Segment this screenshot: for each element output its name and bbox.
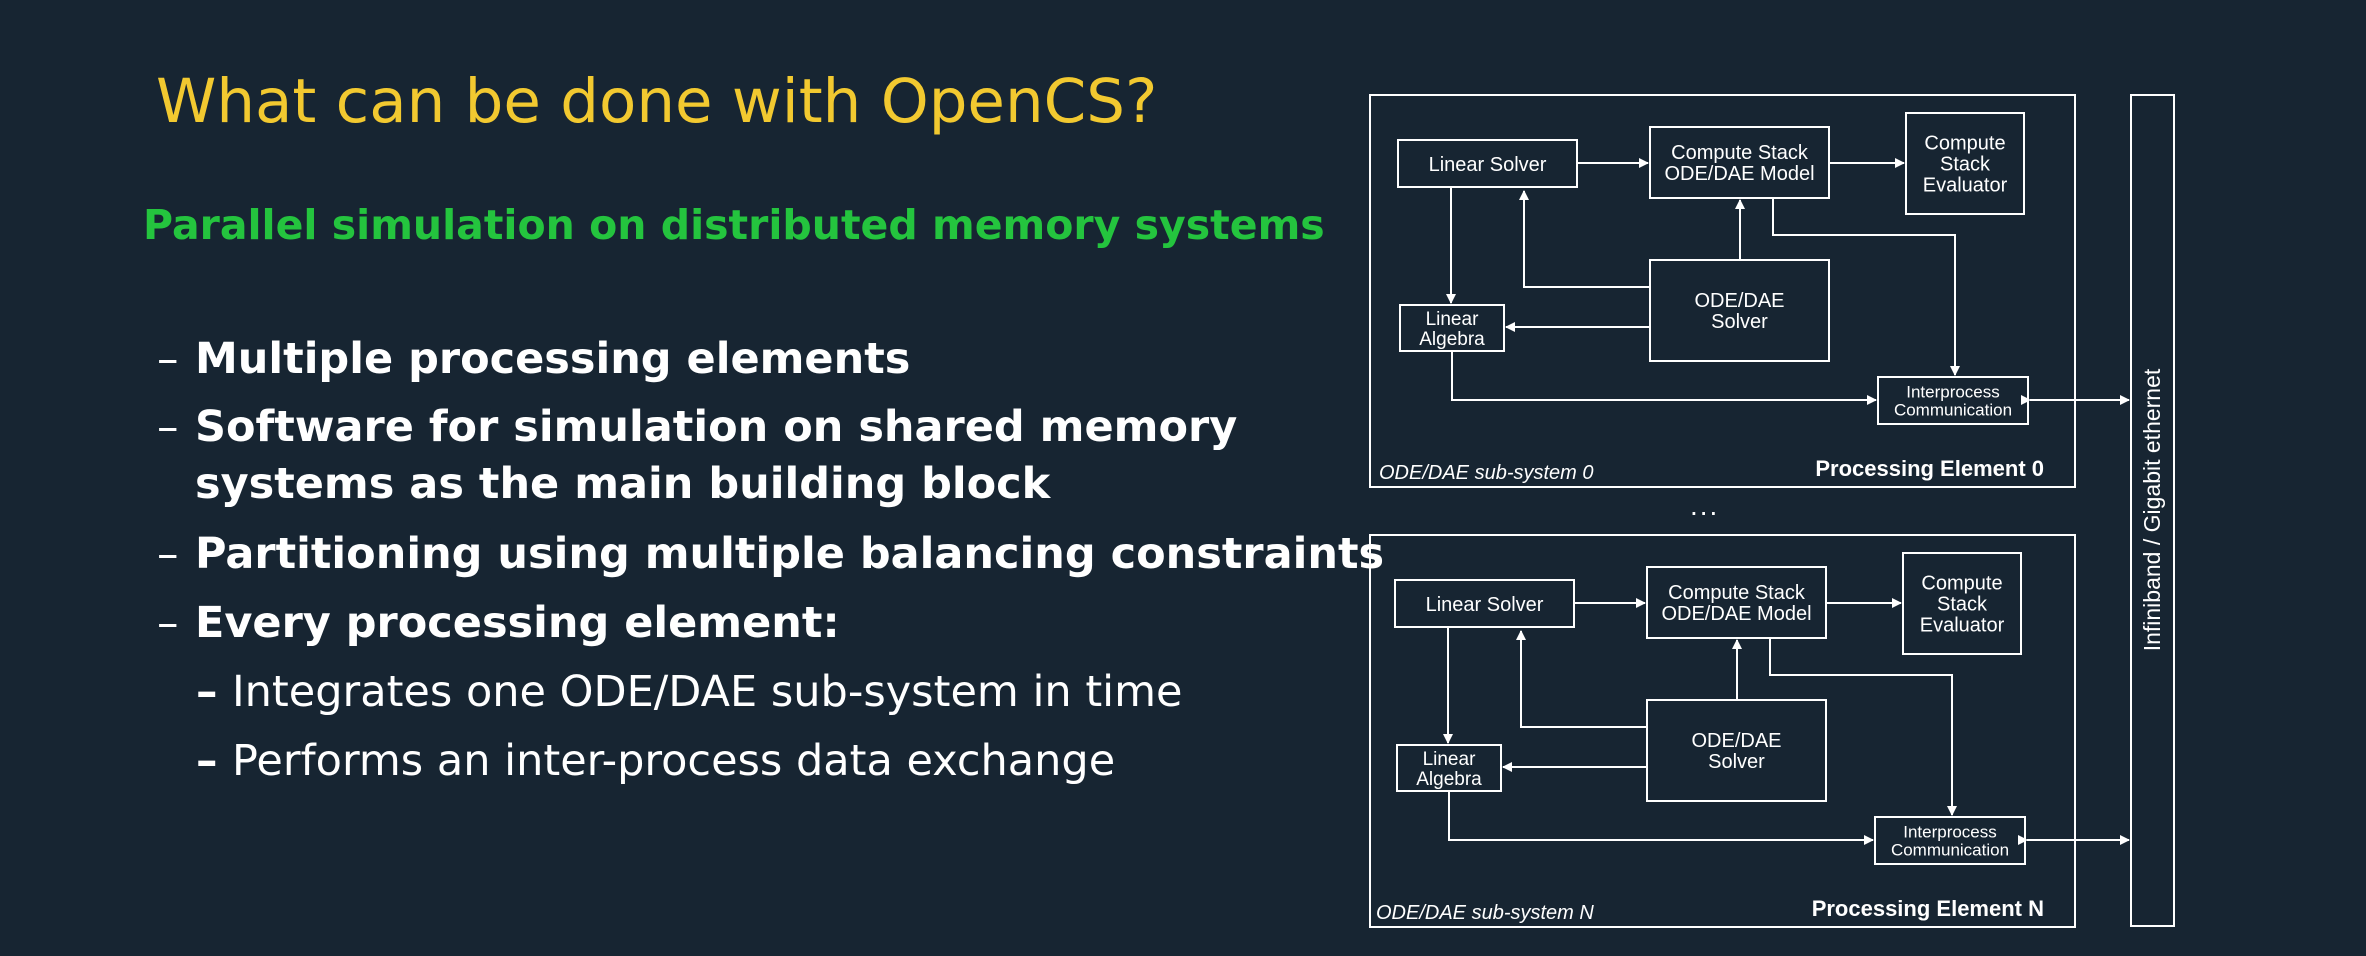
bullet-item: – Multiple processing elements bbox=[157, 330, 911, 388]
network-label: Infiniband / Gigabit ethernet bbox=[2139, 368, 2165, 651]
ellipsis: ... bbox=[1690, 490, 1720, 521]
dae-solver-label: Solver bbox=[1708, 751, 1765, 773]
bullet-text: Multiple processing elements bbox=[195, 334, 911, 384]
linear-algebra-label: Algebra bbox=[1416, 769, 1482, 790]
bullet-dash: – bbox=[157, 402, 179, 452]
dae-solver-label: Solver bbox=[1711, 311, 1768, 333]
evaluator-label: Compute bbox=[1924, 133, 2005, 155]
linear-algebra-label: Linear bbox=[1426, 309, 1479, 330]
evaluator-label: Compute bbox=[1921, 573, 2002, 595]
compute-stack-label: ODE/DAE Model bbox=[1664, 163, 1814, 185]
bullet-text: Partitioning using multiple balancing co… bbox=[195, 529, 1385, 579]
arrow-dae-to-solver bbox=[1516, 630, 1647, 728]
dae-solver-label: ODE/DAE bbox=[1691, 730, 1781, 752]
bullet-dash: – bbox=[157, 529, 179, 579]
sub-bullet-item: – Integrates one ODE/DAE sub-system in t… bbox=[196, 663, 1183, 721]
linear-solver-label: Linear Solver bbox=[1429, 154, 1547, 176]
sub-bullet-item: – Performs an inter-process data exchang… bbox=[196, 732, 1116, 790]
arrow-dae-to-solver bbox=[1519, 190, 1650, 288]
dae-solver-label: ODE/DAE bbox=[1694, 290, 1784, 312]
compute-stack-label: Compute Stack bbox=[1668, 582, 1806, 604]
evaluator-box bbox=[1905, 112, 2025, 215]
bullet-item: – Every processing element: bbox=[157, 594, 840, 652]
evaluator-label: Evaluator bbox=[1923, 175, 2008, 197]
arrow-model-to-interprocess bbox=[1769, 638, 1957, 816]
linear-solver-label: Linear Solver bbox=[1426, 594, 1544, 616]
interprocess-label: Interprocess bbox=[1903, 823, 1997, 842]
processing-element-frame bbox=[1369, 94, 2076, 488]
bullet-text: Every processing element: bbox=[195, 598, 840, 648]
bullet-dash: – bbox=[157, 598, 179, 648]
compute-stack-label: Compute Stack bbox=[1671, 142, 1809, 164]
bullet-text: Software for simulation on shared memory bbox=[195, 402, 1238, 452]
processing-element-label: Processing Element N bbox=[1812, 896, 2044, 921]
slide-subtitle: Parallel simulation on distributed memor… bbox=[143, 201, 1325, 249]
network-bus-box bbox=[2130, 94, 2175, 927]
network-bus: Infiniband / Gigabit ethernet bbox=[2130, 94, 2175, 927]
linear-algebra-label: Linear bbox=[1423, 749, 1476, 770]
interprocess-label: Communication bbox=[1891, 841, 2009, 860]
compute-stack-label: ODE/DAE Model bbox=[1661, 603, 1811, 625]
subsystem-label: ODE/DAE sub-system N bbox=[1376, 902, 1594, 924]
subsystem-label: ODE/DAE sub-system 0 bbox=[1379, 462, 1594, 484]
arrow-algebra-to-interprocess bbox=[1448, 791, 1874, 845]
processing-element-frame bbox=[1369, 534, 2076, 928]
bullet-item: – Software for simulation on shared memo… bbox=[157, 398, 1238, 456]
evaluator-box bbox=[1902, 552, 2022, 655]
linear-algebra-label: Algebra bbox=[1419, 329, 1485, 350]
interprocess-label: Communication bbox=[1894, 401, 2012, 420]
arrow-model-to-interprocess bbox=[1772, 198, 1960, 376]
interprocess-label: Interprocess bbox=[1906, 383, 2000, 402]
bullet-dash: – bbox=[196, 667, 218, 717]
evaluator-label: Stack bbox=[1937, 594, 1988, 616]
slide-title: What can be done with OpenCS? bbox=[156, 66, 1158, 137]
bullet-dash: – bbox=[157, 334, 179, 384]
arrow-algebra-to-interprocess bbox=[1451, 351, 1877, 405]
bullet-item-continuation: systems as the main building block bbox=[195, 455, 1050, 513]
processing-element-label: Processing Element 0 bbox=[1815, 456, 2044, 481]
bullet-text: Integrates one ODE/DAE sub-system in tim… bbox=[232, 667, 1183, 717]
evaluator-label: Evaluator bbox=[1920, 615, 2005, 637]
evaluator-label: Stack bbox=[1940, 154, 1991, 176]
bullet-text: systems as the main building block bbox=[195, 459, 1051, 509]
bullet-dash: – bbox=[196, 736, 218, 786]
bullet-text: Performs an inter-process data exchange bbox=[232, 736, 1116, 786]
bullet-item: – Partitioning using multiple balancing … bbox=[157, 525, 1385, 583]
